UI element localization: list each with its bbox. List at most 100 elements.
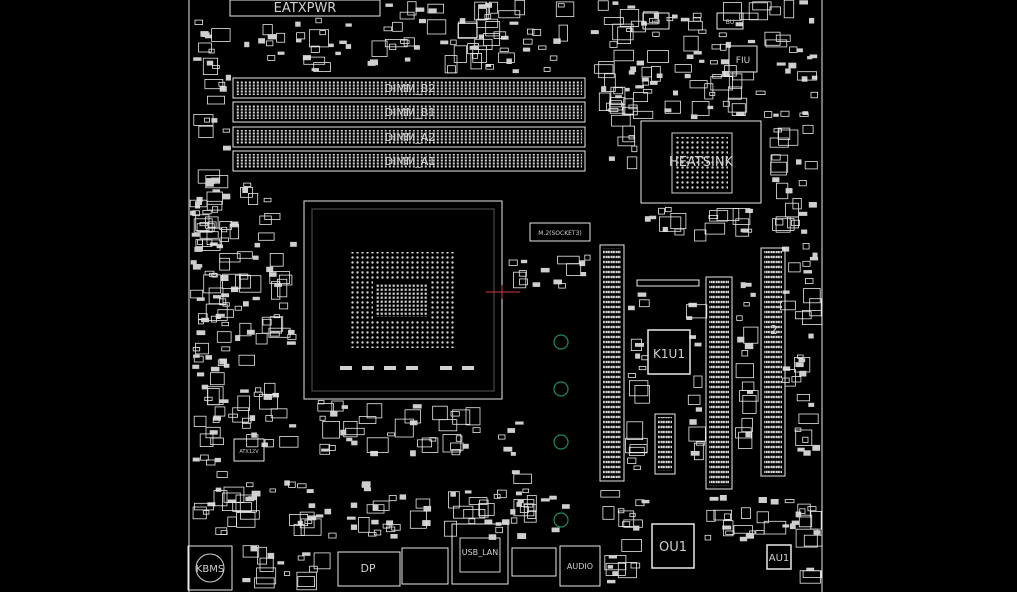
smd-component	[335, 51, 341, 56]
smd-component	[229, 223, 240, 240]
dimm-b1-label: DIMM_B1	[385, 106, 436, 119]
smd-component	[485, 21, 501, 37]
smd-component	[694, 342, 702, 347]
smd-component	[211, 273, 218, 278]
smd-component	[629, 512, 636, 518]
smd-component	[296, 32, 306, 40]
smd-component	[219, 257, 230, 271]
smd-component	[510, 517, 518, 524]
smd-component	[432, 405, 448, 421]
smd-component	[413, 45, 420, 50]
smd-component	[508, 259, 518, 266]
smd-component	[812, 444, 821, 451]
smd-component	[421, 437, 439, 453]
smd-component	[625, 437, 648, 454]
smd-component	[728, 73, 743, 89]
smd-component	[269, 316, 284, 332]
smd-component	[288, 481, 296, 488]
smd-component	[628, 70, 635, 75]
smd-component	[635, 85, 644, 89]
smd-component	[415, 7, 425, 12]
smd-component	[656, 73, 663, 78]
audio-connector: AUDIO	[559, 545, 601, 587]
smd-component	[522, 488, 529, 493]
smd-component	[200, 454, 209, 461]
smd-component	[313, 552, 331, 570]
smd-component	[463, 508, 486, 519]
smd-component	[641, 499, 650, 504]
smd-component	[731, 103, 746, 116]
smd-component	[708, 214, 719, 219]
smd-component	[689, 335, 696, 339]
smd-component	[444, 520, 458, 537]
smd-component	[400, 39, 410, 44]
smd-component	[609, 100, 622, 108]
smd-component	[674, 228, 685, 236]
smd-component	[217, 359, 226, 366]
smd-component	[498, 10, 521, 19]
smd-component	[304, 519, 313, 524]
k1u1-chip: K1U1	[647, 329, 691, 375]
smd-component	[195, 214, 210, 231]
smd-component	[193, 57, 202, 61]
smd-component	[527, 510, 537, 519]
smd-component	[212, 417, 220, 423]
smd-component	[686, 304, 708, 319]
smd-component	[641, 77, 649, 82]
smd-component	[628, 305, 635, 311]
smd-component	[399, 11, 415, 20]
smd-component	[510, 452, 516, 456]
smd-component	[797, 354, 804, 359]
bu-chip: BU	[716, 12, 744, 30]
smd-component	[206, 191, 223, 205]
smd-component	[251, 490, 261, 497]
smd-component	[745, 533, 754, 539]
smd-component	[194, 19, 203, 26]
smd-component	[197, 313, 208, 320]
smd-component	[210, 366, 220, 372]
smd-component	[758, 497, 767, 503]
smd-component	[269, 488, 276, 493]
smd-component	[453, 505, 474, 519]
smd-component	[509, 21, 519, 25]
smd-component	[551, 527, 560, 533]
smd-component	[219, 86, 227, 92]
smd-component	[484, 519, 493, 525]
smd-component	[691, 101, 710, 116]
smd-component	[227, 516, 237, 528]
smd-component	[803, 450, 811, 456]
smd-component	[193, 354, 200, 358]
smd-component	[219, 358, 227, 365]
smd-component	[254, 577, 275, 589]
cpu-socket	[303, 200, 520, 400]
smd-component	[796, 159, 802, 165]
smd-component	[598, 92, 611, 112]
smd-component	[193, 415, 207, 427]
smd-component	[799, 370, 807, 377]
smd-component	[540, 267, 550, 273]
smd-component	[218, 81, 226, 87]
smd-component	[796, 48, 803, 53]
smd-component	[727, 97, 748, 113]
smd-component	[470, 53, 482, 70]
smd-component	[252, 296, 260, 301]
smd-component	[637, 292, 647, 297]
smd-component	[262, 24, 273, 36]
smd-component	[604, 73, 616, 92]
smd-component	[690, 114, 698, 120]
smd-component	[743, 326, 759, 344]
smd-component	[252, 255, 259, 260]
smd-component	[812, 252, 818, 258]
smd-component	[317, 400, 325, 405]
smd-component	[216, 331, 232, 343]
smd-component	[644, 216, 651, 222]
smd-component	[798, 358, 806, 363]
smd-component	[555, 1, 575, 17]
smd-component	[770, 499, 779, 505]
smd-component	[723, 2, 742, 21]
dimm-b2-label: DIMM_B2	[385, 82, 436, 95]
smd-component	[308, 503, 316, 508]
smd-component	[455, 435, 463, 442]
smd-component	[704, 83, 714, 100]
smd-component	[210, 437, 224, 445]
